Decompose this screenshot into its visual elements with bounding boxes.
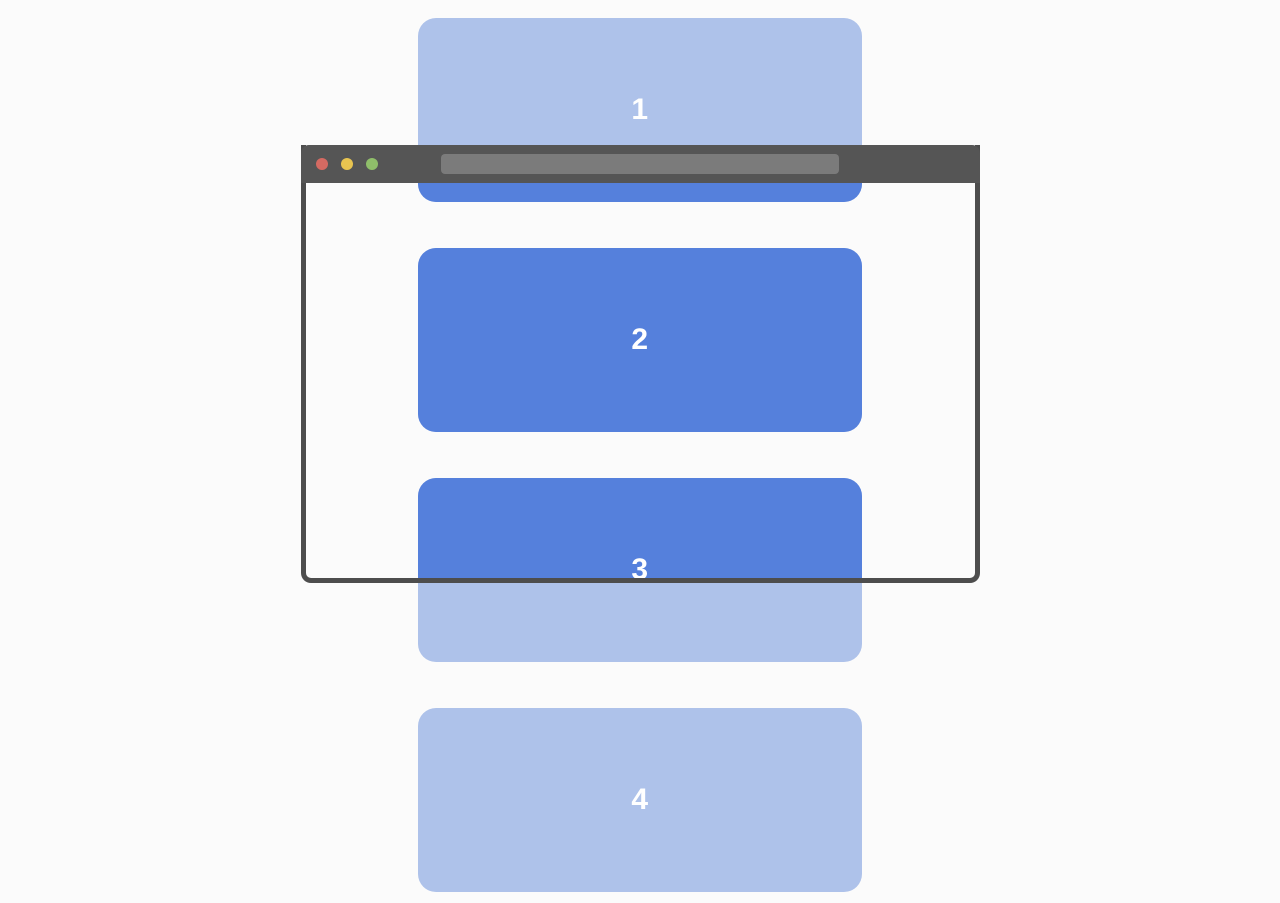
card-3-visible-slice[interactable]: 3 <box>418 478 862 583</box>
card-2-visible-slice[interactable]: 2 <box>418 248 862 432</box>
browser-viewport-content: 1 2 3 4 <box>301 145 980 583</box>
minimize-window-icon[interactable] <box>341 158 353 170</box>
browser-title-bar <box>301 145 980 183</box>
card-4-label: 4 <box>631 783 649 816</box>
traffic-light-buttons <box>316 158 378 170</box>
card-3-visible-label: 3 <box>631 553 649 584</box>
card-2-visible-label: 2 <box>631 323 649 356</box>
zoom-window-icon[interactable] <box>366 158 378 170</box>
card-stack-highlighted: 1 2 3 4 <box>301 145 980 583</box>
close-window-icon[interactable] <box>316 158 328 170</box>
card-1-label: 1 <box>631 93 649 126</box>
address-bar-input[interactable] <box>441 154 839 174</box>
card-4[interactable]: 4 <box>418 708 862 892</box>
